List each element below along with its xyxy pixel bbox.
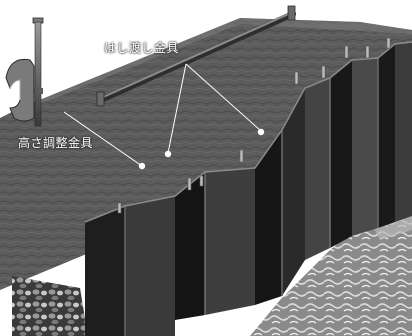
height-adjustment-fitting [5,17,44,127]
bridge-fitting [96,5,296,107]
bridge-fitting-label: はし渡し金具 [104,41,180,55]
height-fitting-label: 高さ調整金具 [18,136,94,150]
leader-lines [63,63,262,167]
wall-top-brackets [117,37,391,214]
rock-rubble [12,276,88,336]
leader-dots [138,128,265,170]
sheet-pile-wall [84,41,412,336]
